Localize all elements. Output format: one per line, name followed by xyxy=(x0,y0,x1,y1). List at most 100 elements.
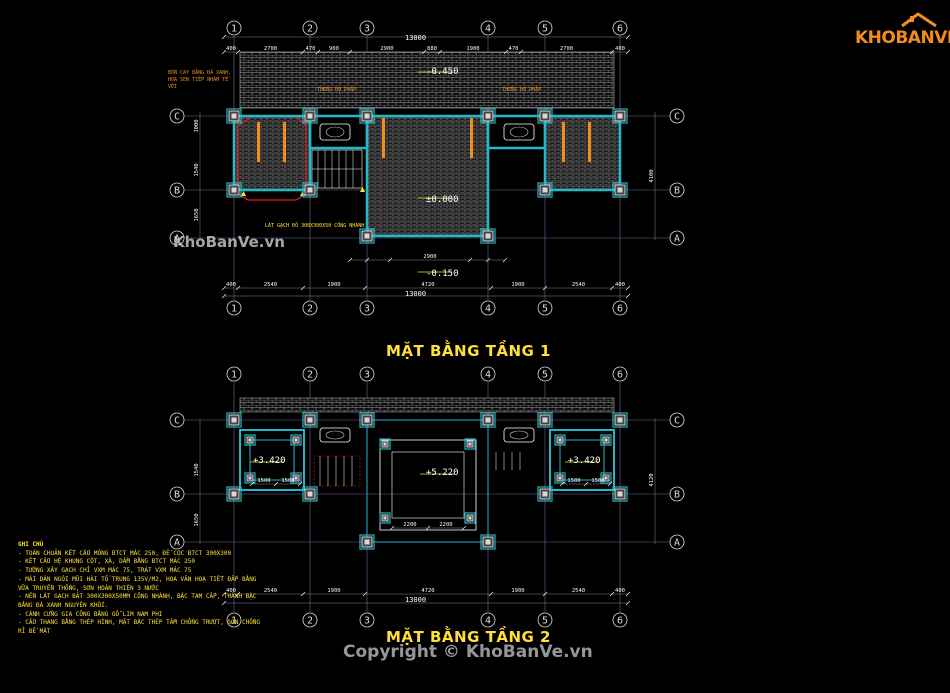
plan2-bottom-dim-label: 4720 xyxy=(421,588,434,594)
grid-bubble-right-label: C xyxy=(674,112,680,123)
plan2-side-room xyxy=(239,429,305,491)
khobanve-logo: KHOBANVE xyxy=(852,10,950,54)
plan1-column-outline xyxy=(226,108,242,124)
plan1-bottom-total-dim-tick xyxy=(221,293,227,299)
plan1-top-dim-label: 2900 xyxy=(380,46,393,52)
plan2-inner-dim-label: 2200 xyxy=(403,522,416,528)
plan1-orange-post xyxy=(562,122,565,162)
plan2-bottom-dim-label: 2540 xyxy=(264,588,277,594)
grid-bubble-bottom xyxy=(612,300,628,316)
plan2-side-room-inner xyxy=(559,439,605,481)
plan2-column-core xyxy=(604,476,608,480)
plan2-bottom-dim-tick xyxy=(235,591,241,597)
grid-bubble-left xyxy=(169,486,185,502)
plan2-column-outline xyxy=(537,486,553,502)
plan2-column-outline xyxy=(554,434,566,446)
plan2-stair-outline xyxy=(313,455,361,487)
bathtub-icon xyxy=(319,427,351,443)
plan1-top-dim-tick xyxy=(300,49,306,55)
bathtub-basin xyxy=(325,430,345,440)
plan1-column-core xyxy=(542,113,548,119)
plan2-bottom-dim-label: 2540 xyxy=(572,588,585,594)
plan1-wall xyxy=(308,114,369,150)
plan1-column-outline xyxy=(359,228,375,244)
plan2-bottom-dim-label: 400 xyxy=(615,588,625,594)
plan2-column-outline xyxy=(379,512,391,524)
plan1-column-core xyxy=(231,187,237,193)
bathtub-icon xyxy=(503,123,535,141)
yellow-marker xyxy=(241,191,246,196)
plan1-top-dim-label: 900 xyxy=(329,46,339,52)
plan2-column-core xyxy=(364,539,370,545)
plan1-top-dim-tick xyxy=(315,49,321,55)
plan1-annotation-bath1: THỬNG HỘ PHÁP xyxy=(317,87,357,93)
plan2-small-dim-left-tick xyxy=(297,481,303,487)
grid-bubble-right-label: A xyxy=(674,538,680,549)
plan2-small-dim-right-label: 1500 xyxy=(567,478,580,484)
plan2-column-core xyxy=(248,476,252,480)
grid-bubble-left xyxy=(169,412,185,428)
logo-house-icon xyxy=(901,12,937,28)
grid-bubble-top-label: 5 xyxy=(542,24,548,35)
plan2-central-inner xyxy=(391,451,465,519)
plan1-title: MẶT BẰNG TẦNG 1 xyxy=(386,342,551,360)
plan1-lower-dim-tick xyxy=(502,257,508,263)
plan2-inner-dim-tick xyxy=(461,525,467,531)
plan1-bottom-dim-label: 2540 xyxy=(264,282,277,288)
grid-bubble-top xyxy=(359,20,375,36)
plan1-top-dim-tick xyxy=(421,49,427,55)
grid-bubble-bottom xyxy=(226,300,242,316)
grid-bubble-top-label: 4 xyxy=(485,24,491,35)
plan2-bottom-dim-tick xyxy=(542,591,548,597)
watermark-text: KhoBanVe.vn xyxy=(173,233,285,251)
grid-bubble-top xyxy=(302,20,318,36)
plan1-top-dim-label: 2700 xyxy=(560,46,573,52)
plan2-small-dim-right-label: 1500 xyxy=(591,478,604,484)
plan1-wall xyxy=(365,114,490,238)
plan2-small-dim-left-label: 1500 xyxy=(281,478,294,484)
grid-bubble-right-label: A xyxy=(674,234,680,245)
plan1-bottom-total: 13000 xyxy=(405,290,427,298)
note-item: - NỀN LÁT GẠCH BÁT 300X300X50MM CÔNG NHÀ… xyxy=(18,593,257,609)
plan2-column-outline xyxy=(612,486,628,502)
plan1-annotation-center: LÁT GẠCH ĐỎ 300X300X50 CÔNG NHÀNH xyxy=(265,223,365,229)
plan2-bottom-total: 13000 xyxy=(405,596,427,604)
yellow-marker xyxy=(360,187,365,192)
plan2-bottom-dim-label: 1900 xyxy=(327,588,340,594)
plan1-top-dim-tick xyxy=(221,49,227,55)
roof-eave xyxy=(239,51,615,109)
grid-bubble-bottom xyxy=(359,612,375,628)
plan2-column-core xyxy=(248,438,252,442)
plan1-lower-dim-tick xyxy=(485,257,491,263)
plan1-top-dim-label: 2700 xyxy=(264,46,277,52)
plan2-column-outline xyxy=(379,438,391,450)
plan2-column-outline xyxy=(302,486,318,502)
grid-bubble-top xyxy=(226,20,242,36)
plan1-lower-dim-tick xyxy=(467,257,473,263)
note-item: - MÁI DÁN NGÓI MŨI HÀI TỔ TRUNG 135V/M2,… xyxy=(18,575,257,592)
plan1-column-outline xyxy=(612,182,628,198)
grid-bubble-top xyxy=(480,20,496,36)
plan2-bottom-total-dim-tick xyxy=(221,600,227,606)
plan2-left-dim-label: 1650 xyxy=(194,513,200,526)
grid-bubble-bottom xyxy=(226,612,242,628)
grid-bubble-bottom xyxy=(359,300,375,316)
plan2-column-outline xyxy=(290,434,302,446)
plan1-bottom-dim-label: 400 xyxy=(615,282,625,288)
grid-bubble-top xyxy=(226,366,242,382)
plan2-column-outline xyxy=(480,412,496,428)
plan2-column-core xyxy=(542,417,548,423)
plan2-column-outline xyxy=(244,472,256,484)
grid-bubble-bottom-label: 6 xyxy=(617,304,623,315)
plan1-left-dim-label: 1000 xyxy=(194,119,200,132)
grid-bubble-bottom-label: 3 xyxy=(364,616,370,627)
plan2-inner-dim-label: 2200 xyxy=(439,522,452,528)
grid-bubble-top-label: 2 xyxy=(307,24,313,35)
plan2-inner-dim-tick xyxy=(425,525,431,531)
grid-bubble-left xyxy=(169,534,185,550)
plan2-column-core xyxy=(604,438,608,442)
note-item: - TƯỜNG XÂY GẠCH CHỈ VXM MÁC 75, TRÁT VX… xyxy=(18,567,192,575)
grid-bubble-bottom xyxy=(302,300,318,316)
plan2-column-outline xyxy=(464,512,476,524)
plan1-column-outline xyxy=(302,108,318,124)
